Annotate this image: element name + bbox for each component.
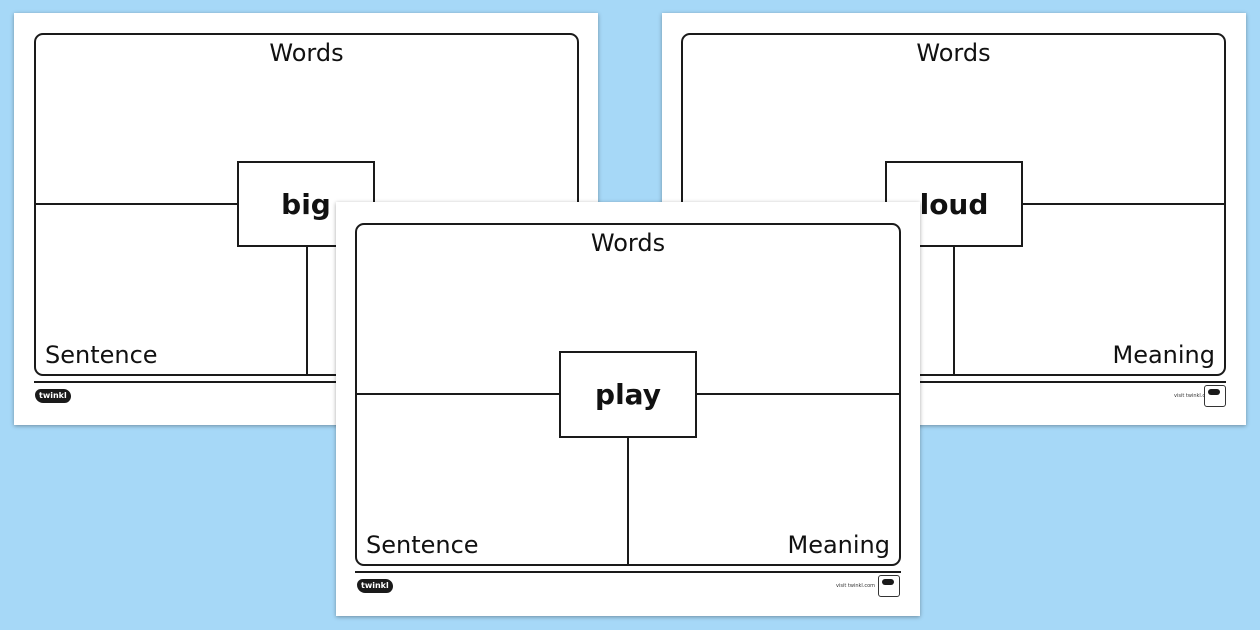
badge-icon bbox=[878, 575, 900, 597]
worksheet-title: Words bbox=[590, 229, 666, 257]
worksheet-frame: Words big Sentence bbox=[34, 33, 579, 376]
footer-rule bbox=[355, 571, 901, 573]
worksheet-title: Words bbox=[269, 39, 344, 67]
website-url: visit twinkl.com bbox=[836, 583, 876, 589]
vertical-divider bbox=[627, 435, 629, 564]
twinkl-logo: twinkl bbox=[357, 579, 393, 593]
footer-rule bbox=[34, 381, 579, 383]
worksheet-frame: Words play Sentence Meaning bbox=[355, 223, 901, 566]
sentence-label: Sentence bbox=[366, 531, 479, 559]
twinkl-logo: twinkl bbox=[35, 389, 71, 403]
sentence-label: Sentence bbox=[45, 341, 158, 369]
meaning-label: Meaning bbox=[1112, 341, 1215, 369]
footer-rule bbox=[681, 381, 1226, 383]
word-box: play bbox=[559, 351, 697, 438]
badge-icon bbox=[1204, 385, 1226, 407]
website-url: visit twinkl.com bbox=[1174, 393, 1214, 399]
worksheet-title: Words bbox=[916, 39, 991, 67]
vertical-divider bbox=[306, 245, 308, 374]
meaning-label: Meaning bbox=[787, 531, 890, 559]
worksheet-front: Words play Sentence Meaning twinkl visit… bbox=[336, 202, 920, 616]
vertical-divider bbox=[953, 245, 955, 374]
word-box: big bbox=[237, 161, 375, 247]
